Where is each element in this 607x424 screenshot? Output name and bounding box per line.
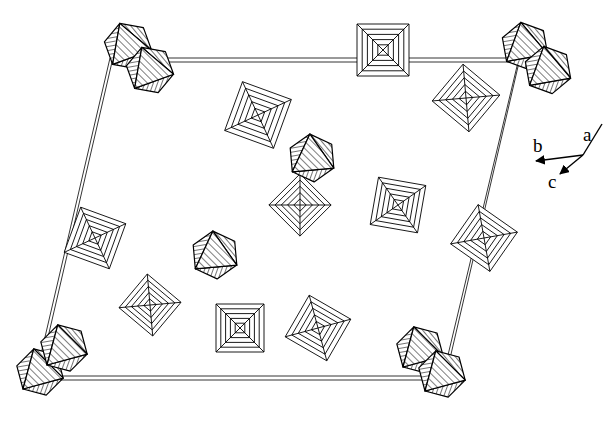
pyramid-edge <box>466 95 500 98</box>
pyramid-edge <box>150 305 153 336</box>
axis-label: a <box>583 125 591 144</box>
pyramid-edge <box>216 328 240 352</box>
pyramid-edge <box>242 82 258 115</box>
pyramid-edge <box>484 232 517 238</box>
square-pyramid <box>64 207 126 269</box>
polyhedra <box>17 22 571 397</box>
pyramid-edge <box>95 224 126 238</box>
pyramid-edge <box>225 115 258 131</box>
pyramid-edge <box>478 205 484 238</box>
pyramid-edge <box>300 174 301 205</box>
pyramid-edge <box>463 64 466 98</box>
pyramid-ring <box>225 82 292 149</box>
pyramid-edge <box>398 205 417 233</box>
pyramid-edge <box>357 24 383 50</box>
pyramid-edge <box>119 305 150 308</box>
square-pyramid <box>432 64 500 132</box>
pyramid-ring <box>119 274 181 336</box>
octahedron-face <box>425 351 465 391</box>
pyramid-edge <box>95 238 109 269</box>
square-pyramid <box>216 304 264 352</box>
pyramid-edge <box>240 328 264 352</box>
pyramid-edge <box>383 50 409 76</box>
square-pyramid <box>357 24 409 76</box>
pyramid-edge <box>318 328 327 361</box>
pyramid-edge <box>451 238 484 244</box>
square-pyramid <box>269 174 331 236</box>
a-axis-line <box>583 124 602 155</box>
pyramid-edge <box>466 98 469 132</box>
octahedron <box>41 325 87 371</box>
pyramid-ring <box>357 24 409 76</box>
octahedron-face <box>292 134 334 172</box>
octahedron <box>193 231 237 279</box>
pyramid-edge <box>309 295 318 328</box>
pyramid-edge <box>150 302 181 305</box>
axis-label: b <box>533 136 543 155</box>
square-pyramid <box>119 274 181 336</box>
octahedron <box>419 351 465 397</box>
octahedron <box>525 46 570 93</box>
pyramid-edge <box>147 274 150 305</box>
pyramid-ring <box>285 295 351 361</box>
pyramid-edge <box>258 115 274 148</box>
pyramid-edge <box>64 238 95 252</box>
pyramid-ring <box>216 304 264 352</box>
octahedron <box>290 134 334 182</box>
cell-edge <box>39 62 518 376</box>
pyramid-edge <box>432 98 466 101</box>
pyramid-ring <box>64 207 126 269</box>
square-pyramid <box>451 205 518 272</box>
pyramid-edge <box>484 238 490 271</box>
octahedron-face <box>530 46 571 85</box>
pyramid-edge <box>379 177 398 205</box>
octahedron <box>126 47 173 92</box>
pyramid-edge <box>300 205 331 206</box>
axis-arrows <box>536 124 602 174</box>
octahedron-face <box>195 231 237 269</box>
pyramid-edge <box>285 328 318 337</box>
pyramid-edge <box>269 205 300 206</box>
pyramid-ring <box>269 174 331 236</box>
cell-edge <box>35 58 520 380</box>
pyramid-edge <box>318 319 351 328</box>
pyramid-edge <box>240 304 264 328</box>
pyramid-edge <box>357 50 383 76</box>
pyramid-ring <box>432 64 500 132</box>
pyramid-edge <box>398 186 426 205</box>
square-pyramid <box>285 295 351 361</box>
pyramid-edge <box>370 205 398 224</box>
c-axis-arrow <box>560 155 583 174</box>
axis-label: c <box>548 172 556 191</box>
unit-cell <box>35 58 520 380</box>
pyramid-edge <box>81 207 95 238</box>
pyramid-edge <box>300 205 301 236</box>
pyramid-edge <box>216 304 240 328</box>
pyramid-edge <box>258 99 291 115</box>
square-pyramid <box>370 177 426 233</box>
octahedron-face <box>135 47 174 88</box>
square-pyramid <box>225 82 292 149</box>
pyramid-edge <box>383 24 409 50</box>
pyramid-ring <box>370 177 426 233</box>
octahedron-face <box>47 325 87 365</box>
pyramid-ring <box>451 205 518 272</box>
